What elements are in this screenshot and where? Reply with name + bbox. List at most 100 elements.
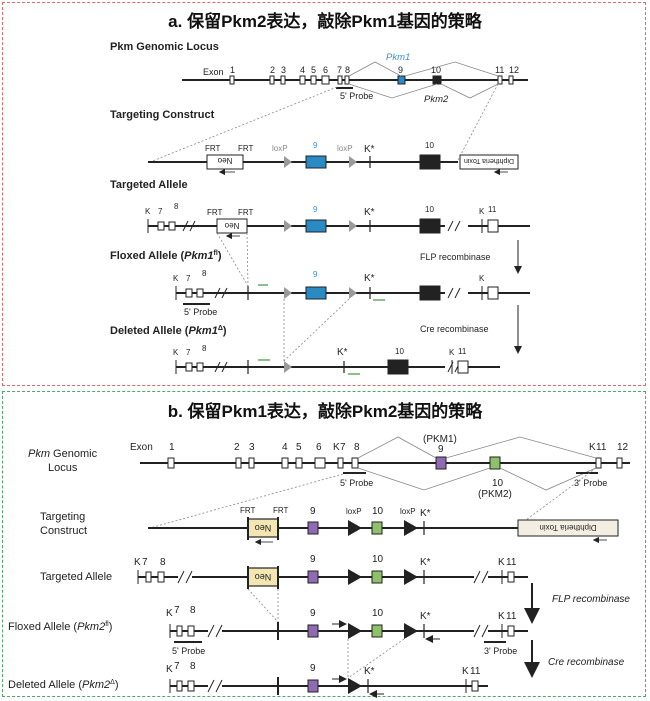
svg-text:9: 9 <box>438 444 444 455</box>
svg-text:3: 3 <box>249 442 255 453</box>
exon-3-a <box>280 75 286 85</box>
svg-text:K*: K* <box>420 557 431 568</box>
svg-text:9: 9 <box>310 554 316 565</box>
panel-a-title: a. 保留Pkm2表达，敲除Pkm1基因的策略 <box>168 12 482 31</box>
exon-5-b <box>295 457 303 469</box>
svg-text:5' Probe: 5' Probe <box>340 478 373 488</box>
svg-text:1: 1 <box>230 65 235 75</box>
svg-text:K*: K* <box>364 666 375 677</box>
svg-text:Neo: Neo <box>255 523 272 533</box>
exon-4-b <box>281 457 289 469</box>
pkm1-label-a: Pkm1 <box>386 52 410 63</box>
svg-text:K: K <box>173 274 179 283</box>
exon-label-b: Exon <box>130 442 153 453</box>
svg-text:8: 8 <box>190 661 196 672</box>
svg-text:12: 12 <box>509 65 519 75</box>
svg-text:11: 11 <box>470 666 481 677</box>
exon-2-b <box>235 457 242 469</box>
splice-pkm1-left-a <box>348 61 402 77</box>
svg-text:Targeted Allele: Targeted Allele <box>40 571 112 583</box>
svg-text:K: K <box>479 207 485 216</box>
locus-label-a: Pkm Genomic Locus <box>110 41 219 53</box>
locus-exons-a <box>229 75 514 85</box>
svg-text:5: 5 <box>311 65 316 75</box>
floxed-label-a: Floxed Allele (Pkm1fl) <box>110 250 222 262</box>
svg-text:11: 11 <box>488 205 497 214</box>
svg-text:9: 9 <box>313 270 318 279</box>
svg-text:8: 8 <box>174 202 179 211</box>
svg-text:10: 10 <box>372 506 384 517</box>
locus-label-b-2: Locus <box>48 462 78 474</box>
svg-text:6: 6 <box>316 442 322 453</box>
svg-text:FRT: FRT <box>207 208 223 217</box>
exon-6-b <box>314 457 326 469</box>
exon-label-a: Exon <box>203 67 224 77</box>
svg-text:6: 6 <box>323 65 328 75</box>
svg-text:3: 3 <box>281 65 286 75</box>
svg-text:Neo: Neo <box>224 221 239 230</box>
pkm2-label-a: Pkm2 <box>424 94 449 105</box>
svg-text:3' Probe: 3' Probe <box>484 646 517 656</box>
svg-text:12: 12 <box>617 442 629 453</box>
svg-text:7: 7 <box>186 274 191 283</box>
svg-text:9: 9 <box>313 205 318 214</box>
locus-exons-b <box>167 456 623 470</box>
svg-text:FRT: FRT <box>238 144 254 153</box>
locus-exon-numbers-b: 1 2 3 4 5 6 K 7 8 9 10 K 11 12 <box>169 442 629 489</box>
svg-text:7: 7 <box>337 65 342 75</box>
svg-text:FRT: FRT <box>240 506 256 515</box>
svg-text:11: 11 <box>458 347 467 356</box>
svg-text:11: 11 <box>596 442 607 453</box>
svg-text:FRT: FRT <box>238 208 254 217</box>
exon-9-a <box>397 75 406 85</box>
panel-a <box>2 2 646 386</box>
svg-text:K: K <box>134 557 141 568</box>
svg-text:K*: K* <box>364 273 375 284</box>
svg-text:5' Probe: 5' Probe <box>172 646 205 656</box>
pkm2-label-b: (PKM2) <box>478 489 512 500</box>
panel-b <box>2 391 646 697</box>
svg-text:K: K <box>462 666 469 677</box>
construct-label-a: Targeting Construct <box>110 109 215 121</box>
svg-text:7: 7 <box>174 661 180 672</box>
svg-text:10: 10 <box>395 347 404 356</box>
exon-12-a <box>508 75 514 85</box>
svg-text:loxP: loxP <box>272 144 288 153</box>
svg-text:2: 2 <box>270 65 275 75</box>
neo-text-construct-a: Neo <box>217 156 232 165</box>
svg-text:10: 10 <box>492 478 504 489</box>
svg-text:2: 2 <box>234 442 240 453</box>
svg-text:7: 7 <box>142 557 148 568</box>
flp-label-b: FLP recombinase <box>552 594 630 605</box>
targeted-label-a: Targeted Allele <box>110 179 188 191</box>
toxin-box-construct-a <box>459 154 519 170</box>
svg-text:K: K <box>449 348 455 357</box>
svg-text:K: K <box>498 557 505 568</box>
svg-text:loxP: loxP <box>400 507 416 516</box>
svg-text:8: 8 <box>160 557 166 568</box>
svg-text:K*: K* <box>420 611 431 622</box>
svg-text:K: K <box>589 442 596 453</box>
svg-text:8: 8 <box>202 269 207 278</box>
exon-6-a <box>321 75 330 85</box>
svg-text:10: 10 <box>425 141 434 150</box>
svg-text:FRT: FRT <box>205 144 221 153</box>
exon-11-b <box>595 457 602 469</box>
svg-text:Construct: Construct <box>40 525 87 537</box>
loxp-2-construct-a <box>349 156 357 168</box>
exon-12-b <box>616 457 623 469</box>
exon-5-a <box>310 75 317 85</box>
exon-3-b <box>248 457 255 469</box>
svg-text:K*: K* <box>364 144 375 155</box>
panel-b-diagram: Pkm Genomic Locus Exon 1 2 3 4 5 6 K 7 <box>8 434 630 698</box>
splice-pkm2-left-a <box>348 83 438 99</box>
svg-text:Targeting: Targeting <box>40 511 85 523</box>
svg-text:9: 9 <box>313 141 318 150</box>
exon-10-a <box>432 75 442 85</box>
deleted-label-b: Deleted Allele (Pkm2Δ) <box>8 679 118 691</box>
splice-pkm2-right-a <box>440 83 499 99</box>
cre-label-b: Cre recombinase <box>548 657 625 668</box>
svg-text:7: 7 <box>340 442 346 453</box>
svg-text:8: 8 <box>202 344 207 353</box>
